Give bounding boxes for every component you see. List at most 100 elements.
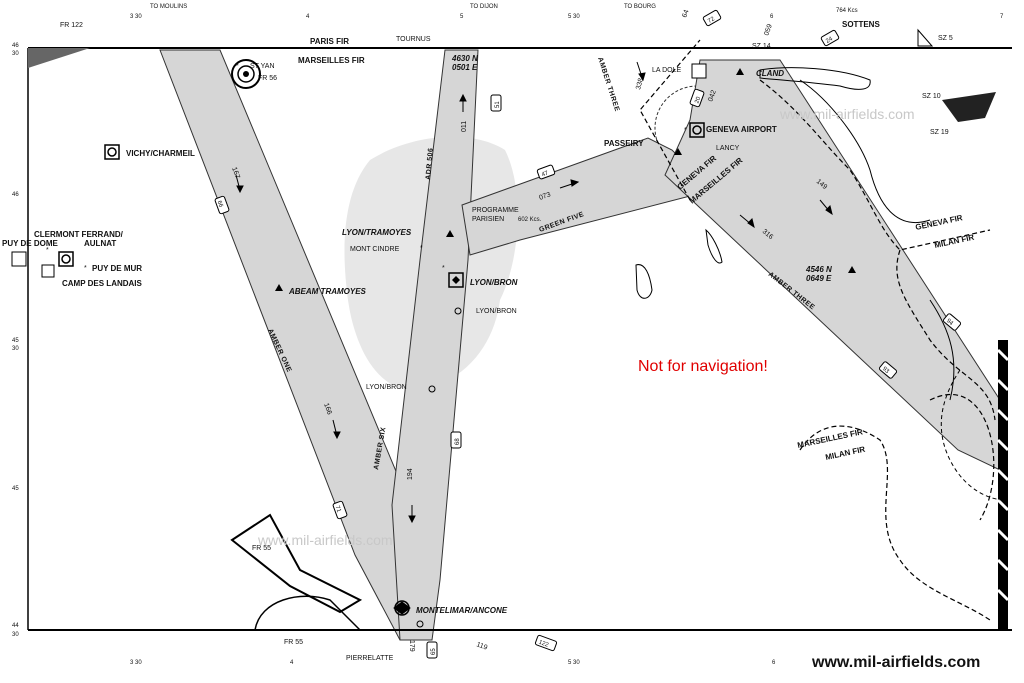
watermark: www.mil-airfields.com (258, 532, 393, 548)
label-la-dole: LA DOLE (652, 67, 682, 74)
svg-text:30: 30 (12, 346, 19, 352)
airfield-icon (58, 251, 74, 267)
sz10-area (942, 92, 996, 122)
svg-text:TO DIJON: TO DIJON (470, 4, 498, 10)
shield-24: 24 (820, 29, 840, 47)
svg-text:7: 7 (1000, 14, 1004, 20)
svg-text:46: 46 (12, 192, 19, 198)
fix-labels: 4630 N 0501 E 4546 N 0649 E (451, 54, 832, 283)
label-sottens-freq: 764 Kcs (836, 8, 858, 14)
ndb-icon (454, 307, 462, 315)
label-lyon-bron-2: LYON/BRON (476, 308, 517, 315)
svg-text:71: 71 (334, 505, 342, 514)
svg-text:4: 4 (306, 14, 310, 20)
track-011: 011 (461, 121, 468, 132)
obstruction-icon (674, 148, 682, 155)
label-lyon-bron-3: LYON/BRON (366, 384, 407, 391)
track-042: 042 (707, 89, 718, 102)
svg-text:47: 47 (541, 170, 550, 178)
obstruction-icon (736, 68, 744, 75)
shield-71: 71 (332, 500, 348, 520)
label-vichy: VICHY/CHARMEIL (126, 149, 195, 158)
svg-text:20: 20 (694, 95, 702, 104)
label-clermont: CLERMONT FERRAND/ (34, 230, 124, 239)
svg-text:3 30: 3 30 (130, 660, 142, 666)
svg-text:45: 45 (12, 486, 19, 492)
shield-51: 51 (490, 94, 502, 112)
sz5-area (917, 28, 934, 47)
label-programme: PROGRAMME (472, 207, 519, 214)
label-cland: CLAND (756, 69, 784, 78)
direction-arrows (235, 61, 833, 524)
label-mont-cindre: MONT CINDRE (350, 246, 400, 253)
shield-65: 65 (426, 641, 438, 659)
label-sz5: SZ 5 (938, 35, 953, 42)
label-st-yan: ST YAN (250, 63, 275, 70)
airfield-icon (41, 264, 55, 278)
track-338: 338 (635, 77, 645, 90)
svg-text:6: 6 (772, 660, 776, 666)
star-icon: * (236, 63, 239, 70)
airway-amber-six (391, 49, 479, 641)
label-puy-de-mur: PUY DE MUR (92, 264, 142, 273)
track-064: 64 (681, 9, 690, 19)
shield-68: 68 (450, 431, 462, 449)
source-credit[interactable]: www.mil-airfields.com (812, 654, 981, 671)
label-programme-freq: 602 Kcs. (518, 217, 542, 223)
svg-text:TO BOURG: TO BOURG (624, 4, 656, 10)
chart-frame (27, 28, 1012, 631)
label-montelimar: MONTELIMAR/ANCONE (416, 606, 508, 615)
label-aulnat: AULNAT (84, 239, 116, 248)
label-passeiry: PASSEIRY (604, 139, 644, 148)
shield-47: 47 (536, 164, 556, 180)
airfield-icon (11, 251, 27, 267)
svg-text:3 30: 3 30 (130, 14, 142, 20)
label-marseilles-fir: MARSEILLES FIR (298, 56, 365, 65)
lakes (635, 67, 871, 299)
label-lyon-bron: LYON/BRON (470, 278, 518, 287)
label-fr122: FR 122 (60, 22, 83, 29)
label-parisien: PARISIEN (472, 216, 504, 223)
svg-text:94: 94 (945, 318, 954, 327)
svg-text:68: 68 (455, 438, 461, 445)
svg-text:5 30: 5 30 (568, 660, 580, 666)
label-adr506: ADR 506 (425, 147, 435, 180)
svg-text:72: 72 (707, 16, 716, 25)
svg-text:5: 5 (460, 14, 464, 20)
label-fix-4630n: 4630 N (451, 54, 478, 63)
warning-text: Not for navigation! (638, 358, 768, 375)
label-lyon-tramoyes: LYON/TRAMOYES (342, 228, 412, 237)
track-179: 179 (408, 640, 415, 652)
label-sottens: SOTTENS (842, 20, 880, 29)
airfield-icon (691, 63, 707, 79)
star-icon: * (46, 247, 49, 254)
label-sz14: SZ 14 (752, 43, 771, 50)
vor-icon (231, 59, 261, 89)
track-166: 166 (322, 402, 333, 415)
label-fr56: FR 56 (258, 75, 277, 82)
label-paris-fir: PARIS FIR (310, 37, 349, 46)
star-icon: * (420, 245, 423, 252)
airways (159, 49, 1001, 641)
ndb-icon (416, 620, 424, 628)
obstruction-icon (446, 230, 454, 237)
airway-amber-three (664, 59, 1001, 471)
shield-122: 122 (534, 634, 558, 652)
svg-text:51: 51 (495, 101, 501, 108)
airfield-icon (448, 272, 464, 288)
label-puy-de-dome: PUY DE DOME (2, 239, 59, 248)
svg-text:66: 66 (216, 200, 224, 209)
label-fix-4546n: 4546 N (805, 265, 832, 274)
fr55-area (230, 513, 363, 631)
symbols: * * * * * * (11, 59, 856, 628)
shield-72: 72 (702, 9, 722, 27)
svg-text:30: 30 (12, 632, 19, 638)
label-fix-0501e: 0501 E (452, 63, 478, 72)
watermark: www.mil-airfields.com (780, 106, 915, 122)
svg-text:46: 46 (12, 43, 19, 49)
label-sz10: SZ 10 (922, 93, 941, 100)
border-hatched (996, 340, 1010, 630)
label-fr55-b: FR 55 (284, 639, 303, 646)
track-167: 167 (230, 166, 241, 179)
